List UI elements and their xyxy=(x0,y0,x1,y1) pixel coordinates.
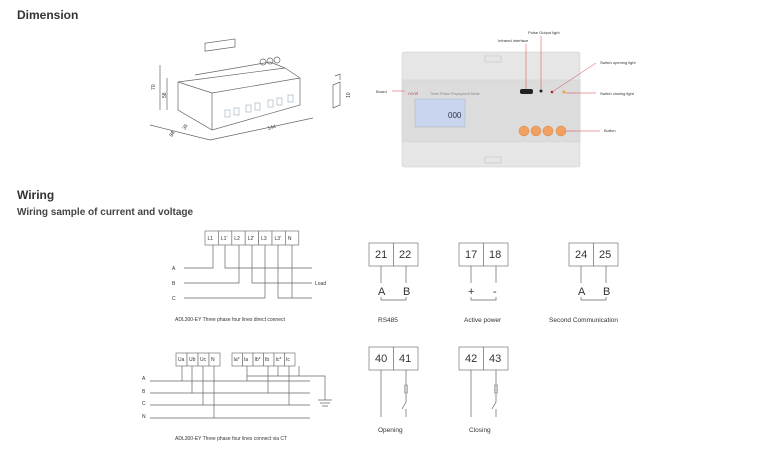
terminal-number: 40 xyxy=(375,353,387,365)
terminal-label: L3 xyxy=(261,236,267,242)
wire-label: A xyxy=(578,286,586,298)
terminal-label: Uc xyxy=(200,357,207,363)
block-caption: Second Communication xyxy=(549,317,618,324)
dc-phase-b: B xyxy=(172,281,176,287)
terminal-label: L2 xyxy=(234,236,240,242)
dim-70: 70 xyxy=(151,84,157,90)
terminal-label: Ib* xyxy=(255,357,261,363)
label-infrared: Infrared interface xyxy=(498,38,529,43)
wire-label: B xyxy=(603,286,610,298)
block-caption: Opening xyxy=(378,427,403,434)
terminal-label: Ia* xyxy=(234,357,240,363)
terminal-block: 24 25A B Second Communication xyxy=(549,242,618,324)
terminal-label: L3' xyxy=(275,236,282,242)
label-pulse-output: Pulse Output light xyxy=(528,30,560,35)
label-switch-opening: Switch opening light xyxy=(600,60,636,65)
terminal-box xyxy=(284,352,296,367)
meter-photo: Acrel Three Phase Prepayment Meter 000 B… xyxy=(376,30,636,168)
meter-model: Three Phase Prepayment Meter xyxy=(430,92,481,96)
infrared-interface xyxy=(520,89,533,94)
terminal-number: 41 xyxy=(399,353,411,365)
terminal-label: Ib xyxy=(265,357,269,363)
lcd-reading: 000 xyxy=(448,111,462,120)
ct-phase-n: N xyxy=(142,414,146,420)
wire-label: A xyxy=(378,286,386,298)
ct-phase-c: C xyxy=(142,401,146,407)
terminal-number: 18 xyxy=(489,249,501,261)
terminal-label: Ic* xyxy=(276,357,282,363)
terminal-label: Ub xyxy=(189,357,196,363)
block-caption: Active power xyxy=(464,317,502,324)
wire-label: + xyxy=(468,286,474,298)
terminal-label: Ua xyxy=(178,357,185,363)
block-caption: Closing xyxy=(469,427,491,434)
terminal-label: Ic xyxy=(286,357,290,363)
terminal-number: 17 xyxy=(465,249,477,261)
dc-phase-a: A xyxy=(172,266,176,272)
ct-phase-b: B xyxy=(142,389,146,395)
lcd-display xyxy=(414,98,466,128)
terminal-label: Ia xyxy=(244,357,248,363)
dim-10: 10 xyxy=(346,92,352,98)
wire-label: - xyxy=(493,286,497,298)
label-button: Button xyxy=(604,128,616,133)
terminal-label: L1' xyxy=(221,236,228,242)
dim-35: 35 xyxy=(182,123,190,131)
terminal-number: 21 xyxy=(375,249,387,261)
terminal-number: 24 xyxy=(575,249,587,261)
meter-brand: Acrel xyxy=(408,91,418,96)
terminal-number: 25 xyxy=(599,249,611,261)
block-caption: RS485 xyxy=(378,317,398,324)
terminal-number: 22 xyxy=(399,249,411,261)
terminal-label: L1 xyxy=(208,236,214,242)
terminal-label: L2' xyxy=(248,236,255,242)
label-board: Board xyxy=(376,89,387,94)
terminal-number: 42 xyxy=(465,353,477,365)
dim-88: 88 xyxy=(169,130,177,138)
label-switch-closing: Switch closing light xyxy=(600,91,635,96)
dim-58: 58 xyxy=(162,92,168,98)
dc-caption: ADL300-EY Three phase four lines direct … xyxy=(175,317,285,323)
terminal-block: 21 22A B RS485 xyxy=(368,242,419,324)
wire-label: B xyxy=(403,286,410,298)
section-title-wiring: Wiring xyxy=(17,188,55,202)
meter-buttons xyxy=(518,125,567,137)
dc-phase-c: C xyxy=(172,296,176,302)
ct-phase-a: A xyxy=(142,376,146,382)
wiring-subtitle: Wiring sample of current and voltage xyxy=(17,207,194,218)
dc-load: Load xyxy=(315,281,326,287)
terminal-label: N xyxy=(288,236,292,242)
dim-144: 144 xyxy=(267,124,277,132)
terminal-block: 17 18 + - Active power xyxy=(458,242,509,324)
ct-caption: ADL300-EY Three phase four lines connect… xyxy=(175,436,287,442)
section-title-dimension: Dimension xyxy=(17,8,79,22)
dimension-drawing: 70 58 35 88 144 10 xyxy=(149,38,352,141)
direct-connect-diagram: L1 L1' L2 L2' L3 L3' N A B C Load ADL300-EY Th… xyxy=(172,230,326,323)
terminal-number: 43 xyxy=(489,353,501,365)
terminal-label: N xyxy=(211,357,215,363)
terminal-box xyxy=(208,352,221,367)
